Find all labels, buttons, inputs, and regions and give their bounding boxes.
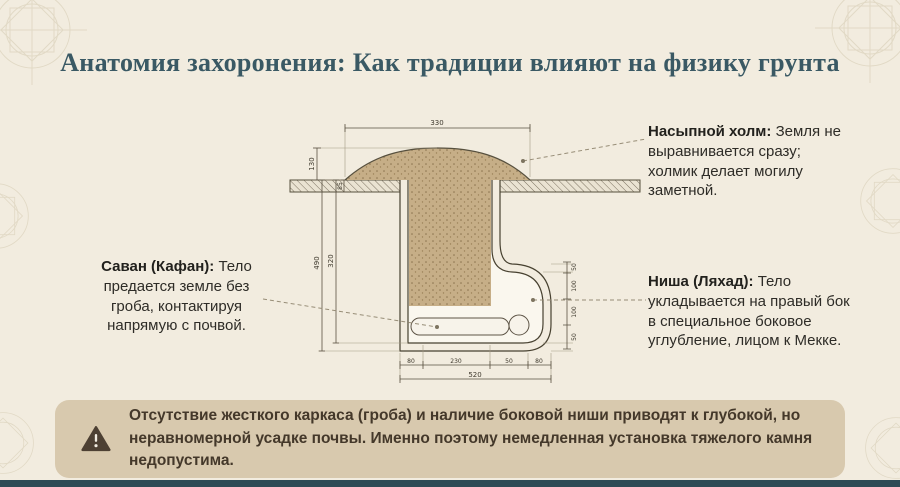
dim-topsoil: 85	[337, 182, 344, 190]
shaft-soil-fill	[409, 179, 491, 306]
warning-banner: Отсутствие жесткого каркаса (гроба) и на…	[55, 400, 845, 478]
callout-shroud-text: Саван (Кафан): Тело предается земле без …	[95, 257, 258, 336]
callout-shroud-body: Тело предается земле без гроба, контакти…	[103, 258, 252, 335]
dim-floor-total: 520	[468, 371, 481, 379]
warning-text: Отсутствие жесткого каркаса (гроба) и на…	[129, 407, 813, 470]
callout-mound-body: Земля не выравнивается сразу; холмик дел…	[648, 123, 841, 200]
callout-mound-term: Насыпной холм:	[648, 123, 772, 140]
corner-ornament-icon	[815, 0, 900, 83]
ground-surface	[289, 179, 641, 193]
corner-ornament-icon	[865, 417, 900, 479]
dim-mound-height: 130	[308, 157, 316, 170]
dim-niche-h3: 100	[571, 306, 578, 318]
dim-floor-gap: 50	[505, 358, 513, 365]
page-title: Анатомия захоронения: Как традиции влияю…	[60, 48, 840, 77]
shrouded-body	[410, 314, 530, 336]
dim-niche-h1: 50	[571, 263, 578, 271]
callout-niche-text: Ниша (Ляхад): Тело укладывается на правы…	[648, 272, 853, 351]
corner-ornament-icon	[0, 0, 87, 85]
edge-ornament-icon	[0, 183, 29, 249]
dim-floor-niche: 80	[535, 358, 543, 365]
dim-top-width: 330	[430, 119, 443, 127]
callout-niche: Ниша (Ляхад): Тело укладывается на правы…	[648, 272, 853, 351]
dim-niche-h4: 50	[571, 333, 578, 341]
corner-ornament-icon	[0, 412, 34, 474]
edge-ornament-icon	[860, 168, 900, 234]
grave-walls	[399, 180, 552, 352]
leader-dots	[435, 159, 535, 329]
dimension-lines	[313, 124, 571, 383]
dim-floor-left: 80	[407, 358, 415, 365]
callout-niche-body: Тело укладывается на правый бок в специа…	[648, 273, 850, 350]
grave-cross-section-diagram: 330 130 85 490 320 80 230 50 80 520 50 1…	[262, 119, 647, 383]
callout-shroud: Саван (Кафан): Тело предается земле без …	[95, 257, 258, 336]
callout-shroud-term: Саван (Кафан):	[101, 258, 215, 275]
burial-mound	[344, 147, 531, 181]
dimension-labels: 330 130 85 490 320 80 230 50 80 520 50 1…	[308, 119, 578, 379]
callout-niche-term: Ниша (Ляхад):	[648, 273, 754, 290]
callout-mound-text: Насыпной холм: Земля не выравнивается ср…	[648, 122, 853, 201]
dim-niche-h2: 100	[571, 280, 578, 292]
leader-lines	[262, 138, 647, 328]
dim-depth-shaft: 320	[327, 254, 335, 267]
dim-depth-total: 490	[313, 256, 321, 269]
dim-floor-body: 230	[450, 358, 462, 365]
footer-bar	[0, 480, 900, 487]
warning-triangle-icon	[81, 426, 111, 452]
callout-mound: Насыпной холм: Земля не выравнивается ср…	[648, 122, 853, 201]
